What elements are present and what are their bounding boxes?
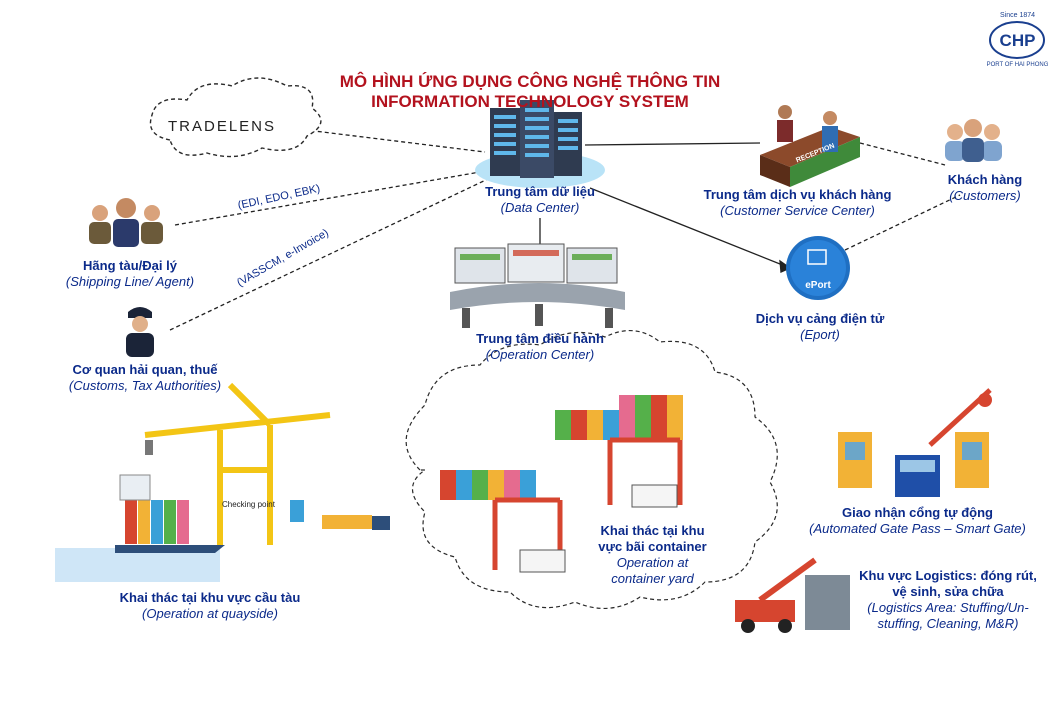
container-yard-illustration xyxy=(440,395,683,573)
smart-gate-en: (Automated Gate Pass – Smart Gate) xyxy=(809,521,1026,536)
customers-label: Khách hàng (Customers) xyxy=(935,172,1035,204)
quayside-label: Khai thác tại khu vực cầu tàu (Operation… xyxy=(95,590,325,622)
title-line2: INFORMATION TECHNOLOGY SYSTEM xyxy=(371,92,689,111)
shipping-link xyxy=(174,171,481,226)
checking-point-label: Checking point xyxy=(222,500,275,509)
tradelens-label: TRADELENS xyxy=(168,118,277,135)
customer-service-label: Trung tâm dịch vụ khách hàng (Customer S… xyxy=(695,187,900,219)
shipping-line-en: (Shipping Line/ Agent) xyxy=(65,274,195,289)
eport-link xyxy=(589,187,791,269)
quayside-en: (Operation at quayside) xyxy=(142,606,278,621)
connectors xyxy=(169,127,961,331)
data-center-servers xyxy=(475,100,605,188)
logo-abbr: CHP xyxy=(999,31,1036,50)
customer-service-en: (Customer Service Center) xyxy=(720,203,875,218)
customer-service-en-text: Customer Service Center xyxy=(724,203,871,218)
container-yard-vi1: Khai thác tại khu xyxy=(600,523,705,538)
customs-en: (Customs, Tax Authorities) xyxy=(68,378,222,393)
smart-gate-en-text: Automated Gate Pass – Smart Gate xyxy=(813,521,1022,536)
logo-since: Since 1874 xyxy=(999,12,1036,19)
logistics-en1-text: Logistics Area: Stuffing/Un- xyxy=(871,600,1029,615)
smart-gate-label: Giao nhận cổng tự động (Automated Gate P… xyxy=(795,505,1040,537)
customer-service-vi: Trung tâm dịch vụ khách hàng xyxy=(703,187,892,202)
quayside-illustration xyxy=(55,382,390,582)
customs-vi: Cơ quan hải quan, thuế xyxy=(72,362,218,377)
customs-link xyxy=(169,177,491,331)
logistics-en2: stuffing, Cleaning, M&R) xyxy=(877,616,1019,631)
customers-link xyxy=(859,142,946,166)
customer-service-link xyxy=(584,142,761,146)
customs-label: Cơ quan hải quan, thuế (Customs, Tax Aut… xyxy=(55,362,235,394)
logistics-vi2: vệ sinh, sửa chữa xyxy=(892,584,1004,599)
eport-illustration xyxy=(786,236,850,300)
customs-illustration xyxy=(126,307,154,357)
container-yard-label: Khai thác tại khu vực bãi container Oper… xyxy=(580,523,725,587)
tradelens-link xyxy=(289,127,486,153)
container-yard-en1: Operation at xyxy=(616,555,689,570)
customers-en-text: Customers xyxy=(953,188,1017,203)
eport-en: (Eport) xyxy=(800,327,840,342)
chp-logo: Since 1874 CHP PORT OF HAI PHONG xyxy=(985,10,1050,72)
logo-port: PORT OF HAI PHONG xyxy=(986,62,1049,68)
logistics-illustration xyxy=(735,557,850,633)
tradelens-cloud xyxy=(149,77,322,158)
eport-customers-link xyxy=(844,194,961,251)
operation-center-en-text: Operation Center xyxy=(490,347,590,362)
shipping-line-vi: Hãng tàu/Đại lý xyxy=(83,258,177,273)
container-yard-en2: container yard xyxy=(611,571,694,586)
customer-service-illustration xyxy=(760,105,860,187)
shipping-line-en-text: Shipping Line/ Agent xyxy=(70,274,190,289)
logistics-en2-text: stuffing, Cleaning, M&R xyxy=(877,616,1015,631)
operation-center-vi: Trung tâm điều hành xyxy=(476,331,604,346)
customers-illustration xyxy=(945,119,1002,162)
quayside-en-text: Operation at quayside xyxy=(146,606,274,621)
shipping-line-label: Hãng tàu/Đại lý (Shipping Line/ Agent) xyxy=(55,258,205,290)
customs-en-text: Customs, Tax Authorities xyxy=(73,378,217,393)
data-center-vi: Trung tâm dữ liệu xyxy=(485,184,595,199)
container-yard-vi2: vực bãi container xyxy=(598,539,707,554)
yard-cloud xyxy=(405,330,778,610)
logistics-label: Khu vực Logistics: đóng rút, vệ sinh, sử… xyxy=(848,568,1048,632)
eport-badge: ePort xyxy=(805,280,831,291)
data-center-en: (Data Center) xyxy=(500,200,580,215)
smart-gate-illustration xyxy=(838,388,992,497)
title-line1: MÔ HÌNH ỨNG DỤNG CÔNG NGHỆ THÔNG TIN xyxy=(339,72,721,91)
logo-ring xyxy=(989,21,1045,59)
data-center-label: Trung tâm dữ liệu (Data Center) xyxy=(460,184,620,216)
operation-center-label: Trung tâm điều hành (Operation Center) xyxy=(460,331,620,363)
shipping-line-illustration xyxy=(89,198,163,247)
eport-arrowhead xyxy=(779,259,792,273)
quayside-vi: Khai thác tại khu vực cầu tàu xyxy=(119,590,301,605)
eport-label: Dịch vụ cảng điện tử (Eport) xyxy=(740,311,900,343)
logistics-vi1: Khu vực Logistics: đóng rút, xyxy=(859,568,1037,583)
operation-center-illustration xyxy=(450,243,625,328)
logistics-en1: (Logistics Area: Stuffing/Un- xyxy=(867,600,1029,615)
customers-en: (Customers) xyxy=(949,188,1021,203)
smart-gate-vi: Giao nhận cổng tự động xyxy=(842,505,993,520)
eport-en-text: Eport xyxy=(804,327,836,342)
data-center-en-text: Data Center xyxy=(504,200,576,215)
operation-center-en: (Operation Center) xyxy=(485,347,595,362)
customers-vi: Khách hàng xyxy=(947,172,1023,187)
eport-vi: Dịch vụ cảng điện tử xyxy=(755,311,885,326)
